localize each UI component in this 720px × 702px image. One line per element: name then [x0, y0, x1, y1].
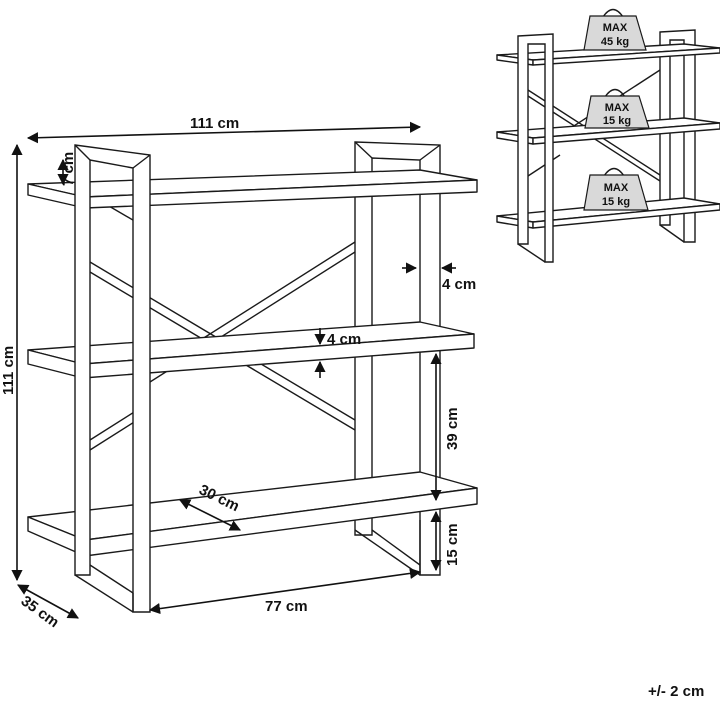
weight-middle-max: MAX: [605, 102, 630, 114]
front-frame: [74, 144, 151, 613]
weight-bottom-value: 15 kg: [602, 196, 630, 208]
depth-label: 35 cm: [18, 592, 62, 631]
shelf-top: [27, 169, 478, 209]
shelf-spacing-label: 39 cm: [444, 407, 461, 450]
load-capacity-inset: MAX 45 kg MAX 15 kg MAX 15 kg: [496, 8, 720, 263]
top-gap-label: 7 cm: [60, 152, 77, 186]
shelf-thickness-label: 4 cm: [327, 331, 361, 348]
tolerance-label: +/- 2 cm: [648, 683, 704, 700]
weight-top-max: MAX: [603, 22, 628, 34]
weight-icon-bottom: MAX 15 kg: [583, 167, 649, 211]
weight-bottom-max: MAX: [604, 182, 629, 194]
inner-width-label: 77 cm: [265, 598, 308, 615]
shelf-bottom: [27, 471, 478, 557]
inset-back-frame: [659, 29, 696, 243]
height-label: 111 cm: [0, 346, 17, 395]
dimension-lines: [11, 121, 456, 619]
weight-icon-top: MAX 45 kg: [583, 8, 647, 51]
cross-brace: [89, 194, 356, 451]
post-thickness-label: 4 cm: [442, 276, 476, 293]
inset-front-frame: [517, 33, 554, 263]
bottom-clearance-label: 15 cm: [444, 523, 461, 566]
main-shelf-drawing: [27, 141, 478, 613]
width-label: 111 cm: [190, 115, 239, 132]
weight-top-value: 45 kg: [601, 36, 629, 48]
shelf-middle: [27, 321, 475, 379]
weight-icon-middle: MAX 15 kg: [584, 88, 650, 129]
weight-middle-value: 15 kg: [603, 115, 631, 127]
